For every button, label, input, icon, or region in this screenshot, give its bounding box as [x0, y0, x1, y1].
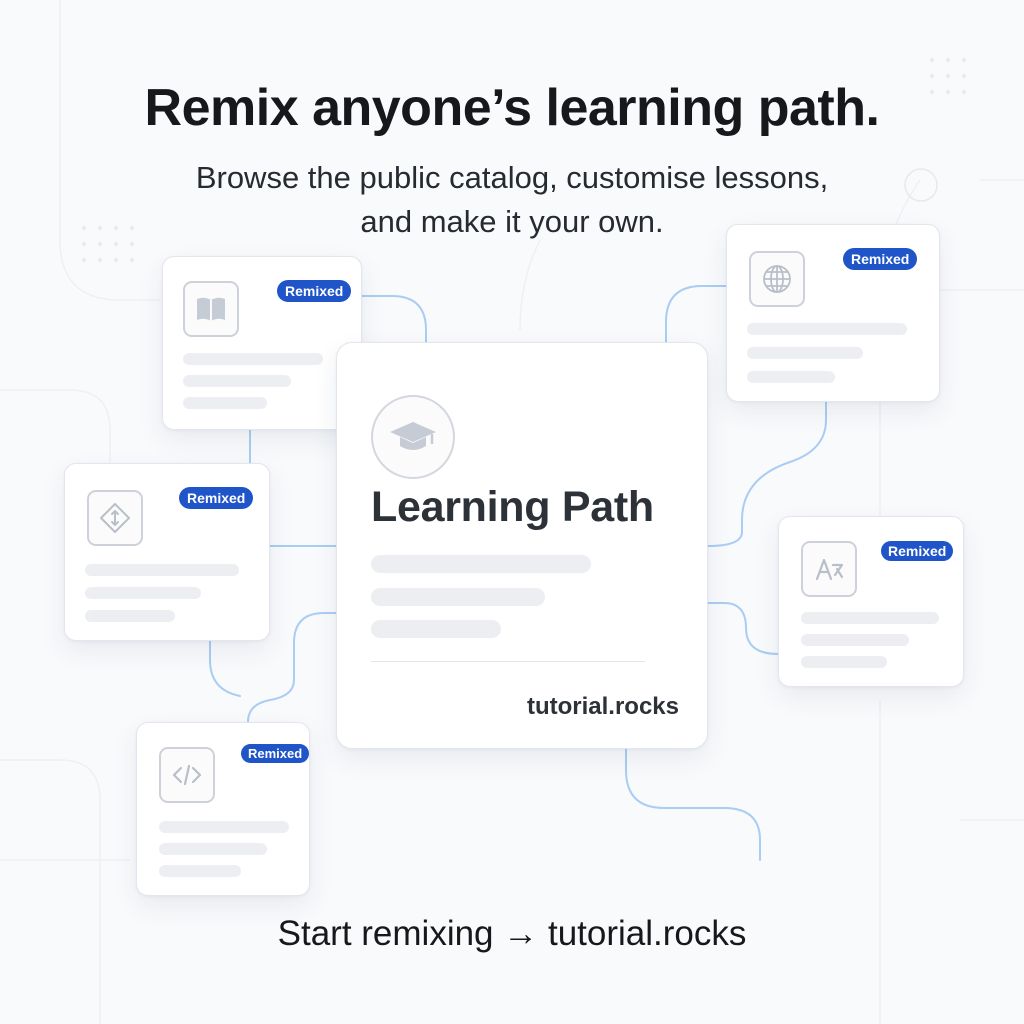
- placeholder-line: [183, 397, 267, 409]
- cta-link[interactable]: Start remixing → tutorial.rocks: [277, 914, 747, 953]
- placeholder-line: [371, 620, 501, 638]
- card-divider: [371, 661, 645, 662]
- placeholder-line: [85, 587, 201, 599]
- remix-card-direction[interactable]: Remixed: [64, 463, 270, 641]
- remix-card-book[interactable]: Remixed: [162, 256, 362, 430]
- direction-sign-icon: [87, 490, 143, 546]
- placeholder-line: [85, 610, 175, 622]
- graduation-cap-icon: [371, 395, 455, 479]
- subline-second: and make it your own.: [360, 204, 664, 239]
- globe-icon: [749, 251, 805, 307]
- book-icon: [183, 281, 239, 337]
- placeholder-line: [371, 588, 545, 606]
- placeholder-line: [801, 634, 909, 646]
- remix-card-globe[interactable]: Remixed: [726, 224, 940, 402]
- remix-card-translate[interactable]: Remixed: [778, 516, 964, 687]
- code-icon: [159, 747, 215, 803]
- brand-label: tutorial.rocks: [526, 693, 679, 720]
- remixed-badge: Remixed: [843, 248, 918, 270]
- placeholder-line: [159, 821, 289, 833]
- remixed-badge: Remixed: [179, 487, 254, 509]
- placeholder-line: [801, 656, 887, 668]
- placeholder-line: [801, 612, 939, 624]
- placeholder-line: [159, 843, 267, 855]
- remixed-badge: Remixed: [241, 744, 310, 763]
- placeholder-line: [371, 555, 591, 573]
- placeholder-line: [747, 371, 835, 383]
- placeholder-line: [183, 353, 323, 365]
- learning-path-title: Learning Path: [371, 483, 654, 531]
- subline-first: Browse the public catalog, customise les…: [195, 160, 829, 195]
- placeholder-line: [183, 375, 291, 387]
- remixed-badge: Remixed: [277, 280, 352, 302]
- placeholder-line: [747, 347, 863, 359]
- placeholder-line: [159, 865, 241, 877]
- headline: Remix anyone’s learning path.: [144, 79, 880, 137]
- placeholder-line: [85, 564, 239, 576]
- subheadline: Browse the public catalog, customise les…: [112, 156, 912, 244]
- learning-path-card[interactable]: Learning Path tutorial.rocks: [336, 342, 708, 749]
- translate-icon: [801, 541, 857, 597]
- remix-card-code[interactable]: Remixed: [136, 722, 310, 896]
- remixed-badge: Remixed: [881, 541, 954, 561]
- placeholder-line: [747, 323, 907, 335]
